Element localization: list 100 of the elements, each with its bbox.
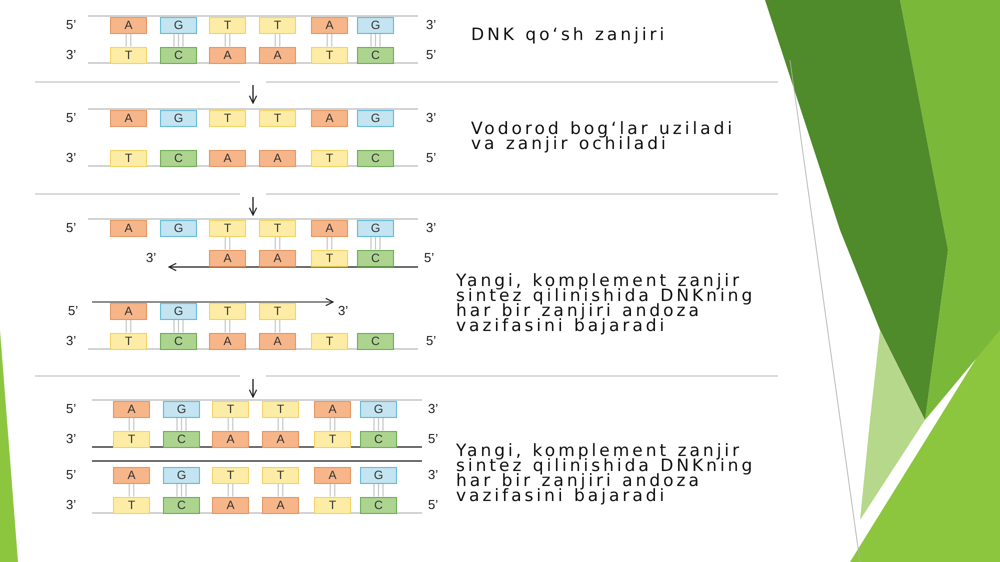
nucleotide-box: G (160, 220, 197, 236)
nucleotide-box: T (262, 400, 299, 418)
nucleotide-box: C (360, 430, 397, 448)
hydrogen-bond (278, 416, 284, 432)
strand-end-label: 3’ (426, 111, 436, 125)
nucleotide-box: T (259, 302, 296, 320)
nucleotide-box: T (113, 496, 150, 514)
nucleotide-box: T (314, 430, 351, 448)
hydrogen-bond (274, 32, 280, 48)
nucleotide-box: C (163, 430, 200, 448)
nucleotide-box: T (311, 46, 348, 64)
strand-end-label: 3’ (146, 251, 156, 265)
nucleotide-box: T (110, 46, 147, 64)
nucleotide-box: T (113, 430, 150, 448)
strand-end-label: 3’ (426, 221, 436, 235)
nucleotide-box: G (163, 400, 200, 418)
nucleotide-box: T (209, 110, 246, 126)
strand-end-label: 3’ (66, 432, 76, 446)
nucleotide-box: A (113, 466, 150, 484)
nucleotide-box: T (259, 16, 296, 34)
nucleotide-box: G (160, 16, 197, 34)
description-text: Yangi, komplement zanjir sintez qilinishida DNKning har bir zanjiri andoza vazifasini bajaradi (456, 274, 756, 334)
nucleotide-box: A (209, 150, 246, 166)
nucleotide-box: T (314, 496, 351, 514)
nucleotide-box: C (160, 150, 197, 166)
nucleotide-box: G (160, 302, 197, 320)
hydrogen-bond (228, 416, 234, 432)
strand-end-label: 3’ (66, 151, 76, 165)
nucleotide-box: A (209, 250, 246, 266)
strand-end-label: 5’ (428, 498, 438, 512)
nucleotide-box: G (357, 110, 394, 126)
nucleotide-box: T (311, 250, 348, 266)
strand-end-label: 5’ (426, 334, 436, 348)
nucleotide-box: A (262, 496, 299, 514)
hydrogen-bond (176, 416, 187, 432)
nucleotide-box: A (311, 16, 348, 34)
nucleotide-box: T (209, 16, 246, 34)
strand-end-label: 5’ (426, 48, 436, 62)
nucleotide-box: A (209, 332, 246, 350)
hydrogen-bond (326, 32, 332, 48)
nucleotide-box: A (110, 16, 147, 34)
nucleotide-box: A (314, 400, 351, 418)
strand-end-label: 3’ (338, 304, 348, 318)
nucleotide-box: T (259, 220, 296, 236)
nucleotide-box: C (357, 46, 394, 64)
nucleotide-box: A (212, 430, 249, 448)
hydrogen-bond (126, 32, 132, 48)
nucleotide-box: G (357, 220, 394, 236)
nucleotide-box: A (259, 332, 296, 350)
nucleotide-box: T (262, 466, 299, 484)
hydrogen-bond (373, 416, 384, 432)
description-text: Vodorod bog‘lar uziladi va zanjir ochiladi (471, 122, 736, 152)
description-text: DNK qo‘sh zanjiri (471, 28, 668, 43)
nucleotide-box: A (110, 220, 147, 236)
strand-end-label: 5’ (428, 432, 438, 446)
nucleotide-box: T (311, 150, 348, 166)
nucleotide-box: C (357, 150, 394, 166)
hydrogen-bond (173, 318, 184, 334)
strand-end-label: 3’ (426, 18, 436, 32)
nucleotide-box: A (212, 496, 249, 514)
hydrogen-bond (126, 318, 132, 334)
strand-end-label: 5’ (66, 221, 76, 235)
nucleotide-box: T (259, 110, 296, 126)
nucleotide-box: C (163, 496, 200, 514)
strand-end-label: 3’ (428, 468, 438, 482)
hydrogen-bond (176, 482, 187, 498)
hydrogen-bond (224, 236, 230, 250)
hydrogen-bond (224, 318, 230, 334)
hydrogen-bond (128, 416, 134, 432)
nucleotide-box: C (357, 332, 394, 350)
nucleotide-box: G (360, 400, 397, 418)
hydrogen-bond (326, 236, 332, 250)
nucleotide-box: T (110, 332, 147, 350)
nucleotide-box: T (209, 302, 246, 320)
nucleotide-box: T (212, 466, 249, 484)
hydrogen-bond (224, 32, 230, 48)
hydrogen-bond (373, 482, 384, 498)
nucleotide-box: A (259, 150, 296, 166)
nucleotide-box: A (259, 250, 296, 266)
nucleotide-box: A (113, 400, 150, 418)
nucleotide-box: A (209, 46, 246, 64)
strand-end-label: 3’ (66, 48, 76, 62)
description-text: Yangi, komplement zanjir sintez qilinishida DNKning har bir zanjiri andoza vazifasini bajaradi (456, 444, 756, 504)
strand-end-label: 3’ (428, 402, 438, 416)
nucleotide-box: T (311, 332, 348, 350)
nucleotide-box: C (160, 332, 197, 350)
strand-end-label: 5’ (66, 402, 76, 416)
nucleotide-box: C (160, 46, 197, 64)
nucleotide-box: T (110, 150, 147, 166)
strand-end-label: 3’ (66, 498, 76, 512)
nucleotide-box: C (360, 496, 397, 514)
strand-end-label: 3’ (66, 334, 76, 348)
hydrogen-bond (274, 236, 280, 250)
hydrogen-bond (370, 32, 381, 48)
nucleotide-box: A (311, 220, 348, 236)
strand-end-label: 5’ (66, 111, 76, 125)
nucleotide-box: A (262, 430, 299, 448)
nucleotide-box: G (360, 466, 397, 484)
nucleotide-box: A (311, 110, 348, 126)
nucleotide-box: G (357, 16, 394, 34)
